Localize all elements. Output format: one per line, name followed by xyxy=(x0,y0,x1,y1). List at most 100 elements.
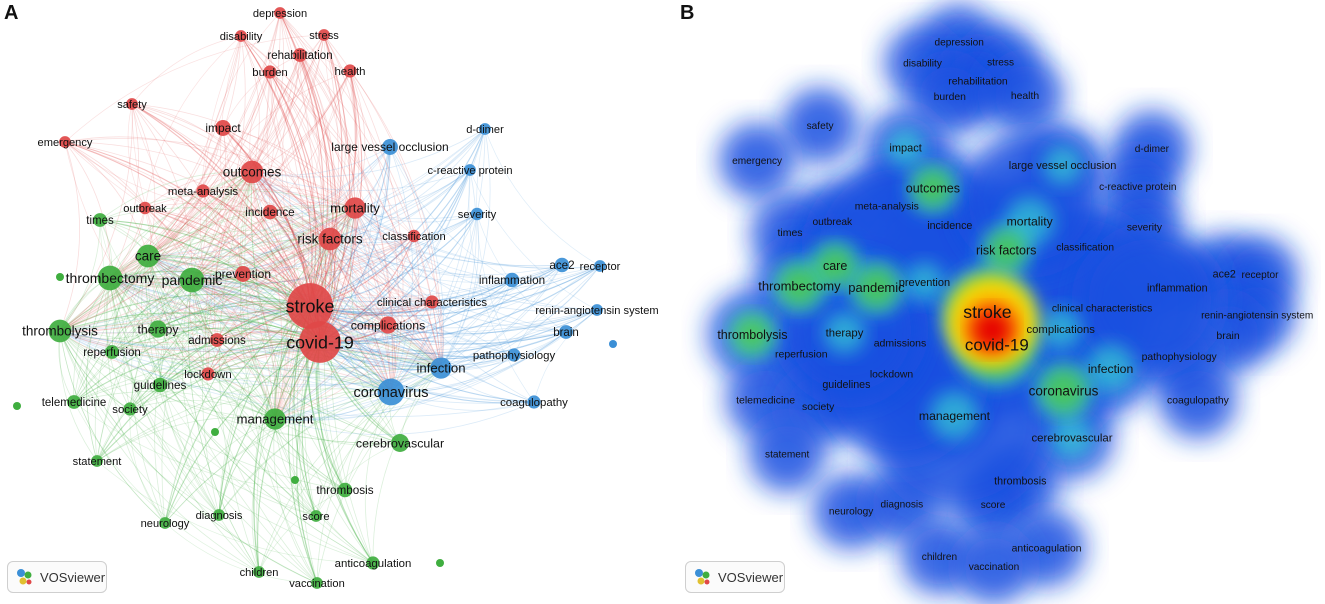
network-node[interactable] xyxy=(366,556,380,570)
network-node[interactable] xyxy=(196,184,210,198)
network-node[interactable] xyxy=(425,295,439,309)
network-node[interactable] xyxy=(554,257,570,273)
network-node[interactable] xyxy=(56,273,64,281)
network-node[interactable] xyxy=(293,48,307,62)
network-node[interactable] xyxy=(123,402,137,416)
network-node[interactable] xyxy=(262,204,278,220)
network-node[interactable] xyxy=(343,64,357,78)
network-node[interactable] xyxy=(91,455,103,467)
network-node[interactable] xyxy=(318,227,342,251)
network-link xyxy=(96,460,374,564)
network-nodes xyxy=(13,7,617,589)
network-label: depression xyxy=(253,8,307,20)
network-link xyxy=(106,277,166,524)
network-node[interactable] xyxy=(235,266,251,282)
network-link xyxy=(274,391,392,421)
network-link xyxy=(269,211,442,369)
network-link xyxy=(147,70,351,257)
network-node[interactable] xyxy=(235,30,247,42)
network-node[interactable] xyxy=(311,577,323,589)
network-node[interactable] xyxy=(479,123,491,135)
network-link xyxy=(191,207,356,281)
network-node[interactable] xyxy=(152,377,168,393)
network-node[interactable] xyxy=(264,408,286,430)
network-node[interactable] xyxy=(591,304,603,316)
network-node[interactable] xyxy=(138,201,152,215)
network-node[interactable] xyxy=(504,272,520,288)
network-link xyxy=(147,255,598,329)
network-link xyxy=(59,330,131,410)
network-label: incidence xyxy=(245,206,294,219)
network-node[interactable] xyxy=(93,213,107,227)
network-node[interactable] xyxy=(263,65,277,79)
vosviewer-badge[interactable]: VOSviewer xyxy=(7,561,107,593)
network-link xyxy=(390,128,486,393)
network-node[interactable] xyxy=(201,367,215,381)
network-node[interactable] xyxy=(213,509,225,521)
network-node[interactable] xyxy=(609,340,617,348)
network-node[interactable] xyxy=(337,482,353,498)
network-link xyxy=(164,522,318,584)
network-link xyxy=(191,279,389,328)
network-node[interactable] xyxy=(464,164,476,176)
network-node[interactable] xyxy=(318,29,330,41)
network-node[interactable] xyxy=(470,207,484,221)
network-node[interactable] xyxy=(67,395,81,409)
network-node[interactable] xyxy=(97,265,123,291)
network-node[interactable] xyxy=(136,244,160,268)
network-node[interactable] xyxy=(274,7,286,19)
network-node[interactable] xyxy=(126,98,138,110)
network-node[interactable] xyxy=(430,357,452,379)
vosviewer-badge[interactable]: VOSviewer xyxy=(685,561,785,593)
network-node[interactable] xyxy=(344,197,366,219)
network-link xyxy=(390,264,563,393)
network-node[interactable] xyxy=(13,402,21,410)
network-node[interactable] xyxy=(391,434,409,452)
network-node[interactable] xyxy=(159,517,171,529)
network-link xyxy=(147,255,321,343)
network-link xyxy=(251,146,391,176)
network-node[interactable] xyxy=(179,267,205,293)
network-link xyxy=(73,305,311,403)
network-node[interactable] xyxy=(527,395,541,409)
network-link xyxy=(109,277,535,404)
network-link xyxy=(240,35,313,307)
density-label: thrombosis xyxy=(994,476,1046,488)
network-link xyxy=(251,34,325,173)
network-node[interactable] xyxy=(215,120,231,136)
network-node[interactable] xyxy=(436,559,444,567)
network-node[interactable] xyxy=(149,320,167,338)
network-node[interactable] xyxy=(210,333,224,347)
network-node[interactable] xyxy=(299,321,341,363)
network-node[interactable] xyxy=(559,325,573,339)
network-node[interactable] xyxy=(105,345,119,359)
network-label: prevention xyxy=(215,267,271,281)
network-node[interactable] xyxy=(291,476,299,484)
network-node[interactable] xyxy=(59,136,71,148)
network-link xyxy=(354,207,442,369)
network-link xyxy=(59,330,567,378)
network-node[interactable] xyxy=(594,260,606,272)
network-node[interactable] xyxy=(507,348,521,362)
network-link xyxy=(329,70,358,240)
network-node[interactable] xyxy=(287,283,333,329)
network-node[interactable] xyxy=(382,139,398,155)
network-node[interactable] xyxy=(377,378,405,406)
network-link xyxy=(239,171,318,584)
network-node[interactable] xyxy=(240,160,264,184)
network-link xyxy=(329,238,563,276)
network-node[interactable] xyxy=(211,428,219,436)
network-node[interactable] xyxy=(48,319,72,343)
network-link xyxy=(440,331,567,369)
network-link xyxy=(157,328,276,420)
network-node[interactable] xyxy=(407,229,421,243)
network-label: brain xyxy=(553,327,579,339)
network-node[interactable] xyxy=(379,316,397,334)
network-link xyxy=(202,171,253,516)
density-label: thrombectomy xyxy=(758,278,841,293)
density-label: outbreak xyxy=(812,217,853,228)
network-link xyxy=(59,330,218,351)
density-label: society xyxy=(802,402,835,413)
network-node[interactable] xyxy=(253,566,265,578)
network-node[interactable] xyxy=(310,510,322,522)
